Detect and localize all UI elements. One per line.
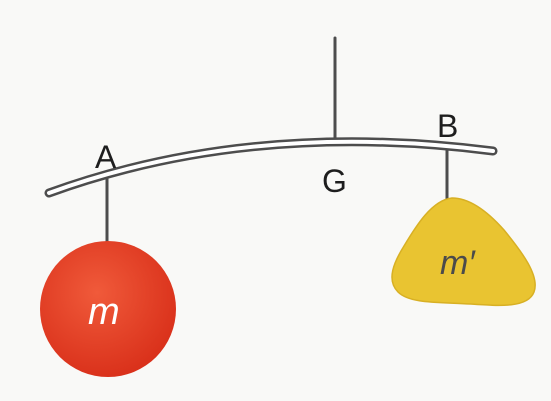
label-mass-left: m bbox=[88, 291, 120, 333]
balance-rod-inner bbox=[47, 139, 495, 195]
mass-left-disc bbox=[40, 241, 176, 377]
label-point-g: G bbox=[322, 163, 347, 199]
label-mass-right: m′ bbox=[440, 244, 476, 282]
label-point-a: A bbox=[95, 139, 117, 175]
mass-right-shape bbox=[391, 197, 536, 307]
label-point-b: B bbox=[437, 108, 458, 144]
